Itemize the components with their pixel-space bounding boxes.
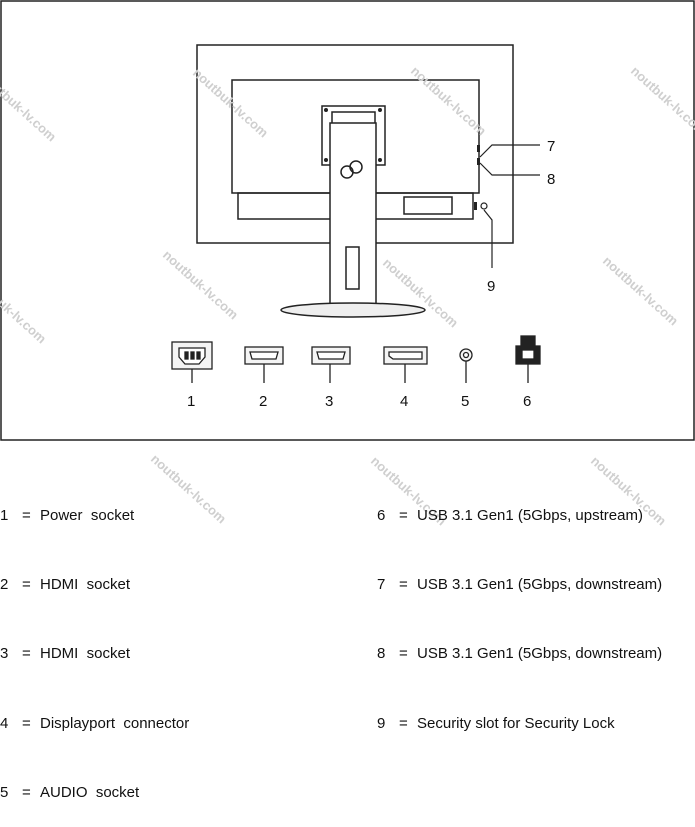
legend-text: Security slot for Security Lock [417, 714, 615, 732]
legend-num: 9 [377, 714, 386, 732]
legend-num: 5 [0, 783, 9, 801]
watermark-text: noutbuk-lv.com [408, 63, 489, 138]
watermark-text: noutbuk-lv.com [380, 255, 461, 330]
legend-item: 3 = HDMI socket [0, 642, 189, 665]
diagram-frame [0, 0, 695, 441]
legend-text: HDMI socket [40, 576, 131, 594]
legend-num: 8 [377, 645, 386, 663]
port-label-2: 2 [259, 393, 267, 410]
legend-item: 9 = Security slot for Security Lock [377, 712, 662, 735]
legend-eq: = [399, 507, 408, 524]
legend-eq: = [22, 783, 31, 801]
port-label-1: 1 [187, 393, 195, 410]
legend-text: HDMI socket [40, 645, 131, 663]
legend-item: 7 = USB 3.1 Gen1 (5Gbps, downstream) [377, 573, 662, 596]
legend-text: Power socket [40, 507, 135, 524]
port-label-5: 5 [461, 393, 469, 410]
displayport-icon [383, 346, 428, 383]
watermark-text: noutbuk-lv.com [160, 247, 241, 322]
legend-num: 3 [0, 645, 9, 663]
legend-eq: = [22, 645, 31, 663]
legend-eq: = [22, 714, 31, 732]
port-label-4: 4 [400, 393, 408, 410]
hdmi-socket-icon [244, 346, 284, 383]
callout-lines [479, 144, 540, 268]
legend-num: 7 [377, 576, 386, 594]
legend-num: 1 [0, 507, 9, 524]
port-label-6: 6 [523, 393, 531, 410]
watermark-text: noutbuk-lv.com [628, 63, 695, 138]
legend-left: 1 = Power socket 2 = HDMI socket 3 = HDMI sock… [0, 458, 189, 827]
legend-eq: = [399, 714, 408, 732]
legend-eq: = [399, 645, 408, 663]
vesa-holes [324, 108, 382, 162]
legend-text: USB 3.1 Gen1 (5Gbps, downstream) [417, 576, 663, 594]
watermark-text: noutbuk-lv.com [0, 69, 59, 144]
legend-item: 5 = AUDIO socket [0, 781, 189, 804]
legend-item: 1 = Power socket [0, 504, 189, 527]
side-usb-ports [474, 145, 488, 210]
audio-socket-icon [459, 348, 473, 383]
legend-text: AUDIO socket [40, 783, 140, 801]
watermark-text: noutbuk-lv.com [190, 65, 271, 140]
watermark-text: noutbuk-lv.com [0, 271, 49, 346]
port-label-3: 3 [325, 393, 333, 410]
legend-item: 6 = USB 3.1 Gen1 (5Gbps, upstream) [377, 504, 662, 527]
monitor-stand [280, 122, 426, 318]
legend-right: 6 = USB 3.1 Gen1 (5Gbps, upstream) 7 = USB 3… [377, 458, 662, 758]
legend-text: USB 3.1 Gen1 (5Gbps, downstream) [417, 645, 663, 663]
callout-9: 9 [487, 278, 495, 295]
usb-b-socket-icon [515, 335, 541, 383]
legend-eq: = [399, 576, 408, 594]
legend-text: USB 3.1 Gen1 (5Gbps, upstream) [417, 507, 643, 524]
legend-num: 6 [377, 507, 386, 524]
legend-item: 4 = Displayport connector [0, 712, 189, 735]
legend-num: 4 [0, 714, 9, 732]
legend-eq: = [22, 576, 31, 594]
watermark-text: noutbuk-lv.com [600, 253, 681, 328]
hdmi-socket-icon [311, 346, 351, 383]
power-socket-icon [171, 341, 213, 383]
legend-text: Displayport connector [40, 714, 190, 732]
legend-num: 2 [0, 576, 9, 594]
callout-7: 7 [547, 138, 555, 155]
callout-8: 8 [547, 171, 555, 188]
monitor-rear-diagram: 7 8 9 1 2 3 4 5 [0, 0, 695, 528]
legend-item: 2 = HDMI socket [0, 573, 189, 596]
legend-item: 8 = USB 3.1 Gen1 (5Gbps, downstream) [377, 642, 662, 665]
legend-eq: = [22, 507, 31, 524]
